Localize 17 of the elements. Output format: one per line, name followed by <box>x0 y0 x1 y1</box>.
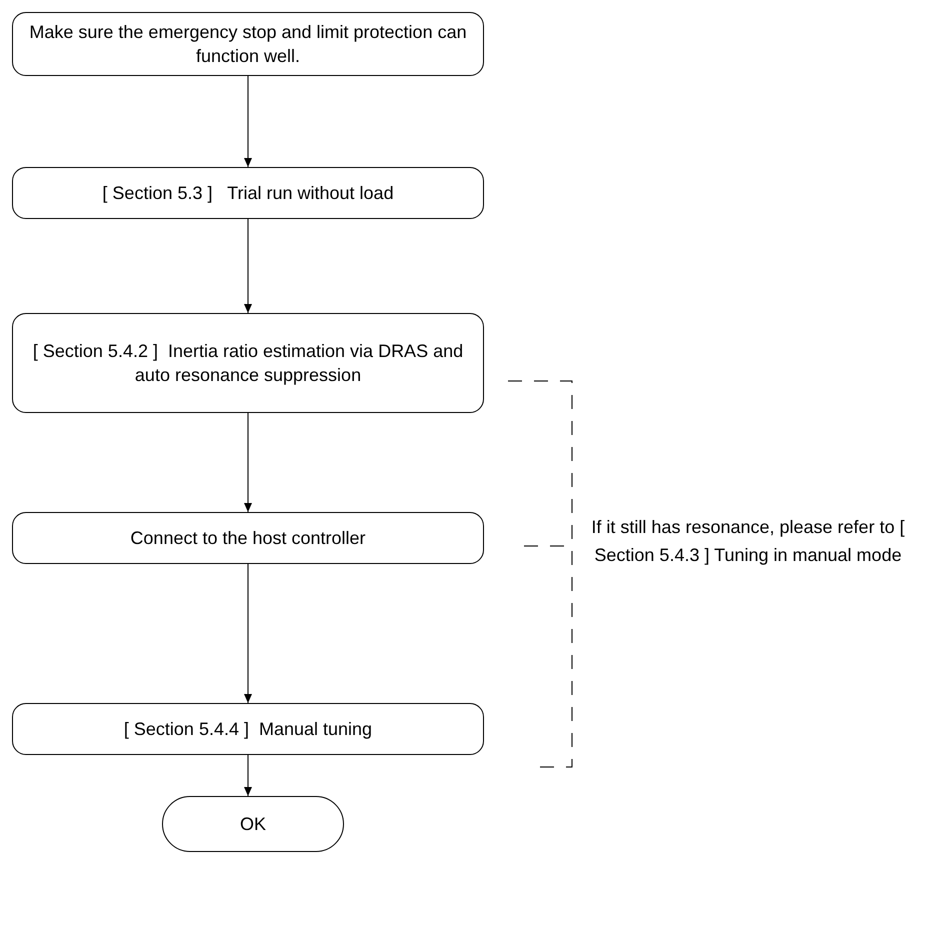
node-text: Connect to the host controller <box>130 527 366 550</box>
node-text: [ Section 5.4.2 ] Inertia ratio estimation via DRAS and auto resonance suppression <box>32 340 464 387</box>
node-text: OK <box>240 813 266 836</box>
process-box <box>12 313 484 413</box>
process-box <box>12 167 484 219</box>
arrow <box>244 412 252 512</box>
process-box <box>12 512 484 564</box>
arrow <box>244 76 252 168</box>
arrow <box>244 754 252 796</box>
node-text: Make sure the emergency stop and limit protection can function well. <box>28 21 468 68</box>
arrow <box>244 564 252 704</box>
arrow <box>244 218 252 314</box>
process-box <box>12 703 484 755</box>
process-box <box>12 12 484 76</box>
note-text: If it still has resonance, please refer to [ Section 5.4.3 ] Tuning in manual mode <box>590 516 906 567</box>
node-text: [ Section 5.4.4 ] Manual tuning <box>124 718 372 741</box>
node-text: [ Section 5.3 ] Trial run without load <box>102 182 394 205</box>
